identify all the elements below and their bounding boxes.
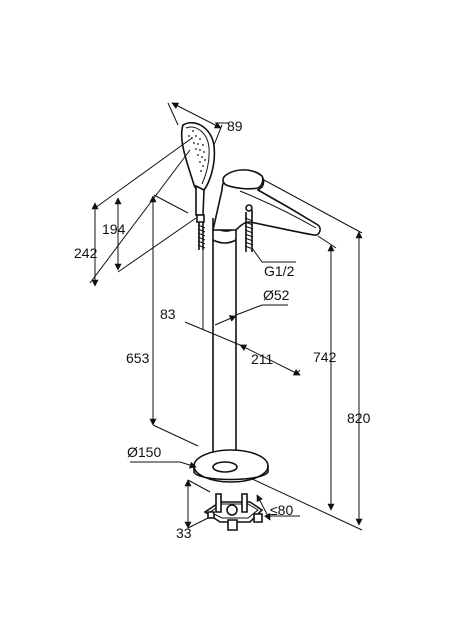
tap-product-outline xyxy=(180,121,321,531)
supply-connector xyxy=(244,204,254,252)
dim-column-diameter: Ø52 xyxy=(263,287,290,303)
dimension-labels: 89 194 242 83 G1/2 Ø52 653 211 742 820 Ø… xyxy=(74,118,371,541)
dim-spout-height: 742 xyxy=(313,349,337,365)
dim-handshower-width: 89 xyxy=(227,118,243,134)
base-disc xyxy=(193,449,269,483)
dim-handshower-holder-height: 194 xyxy=(102,221,126,237)
floor-mounting-kit xyxy=(203,493,264,531)
dim-base-diameter: Ø150 xyxy=(127,444,161,460)
spout-and-lever xyxy=(212,169,321,236)
shower-nozzles-icon xyxy=(188,130,206,172)
dim-spout-depth: 83 xyxy=(160,306,176,322)
dim-connection-thread: G1/2 xyxy=(264,263,295,279)
hand-shower-head xyxy=(180,121,216,216)
hose-connector xyxy=(196,214,206,250)
dim-mounting-depth: ≤80 xyxy=(270,502,293,518)
tap-column xyxy=(212,212,237,470)
dim-total-height: 820 xyxy=(347,410,371,426)
dim-mounting-height: 33 xyxy=(176,525,192,541)
dimension-lines xyxy=(89,102,363,531)
dim-outlet-height: 653 xyxy=(126,350,150,366)
dim-spout-projection: 211 xyxy=(251,351,274,367)
dim-handshower-top-height: 242 xyxy=(74,245,98,261)
